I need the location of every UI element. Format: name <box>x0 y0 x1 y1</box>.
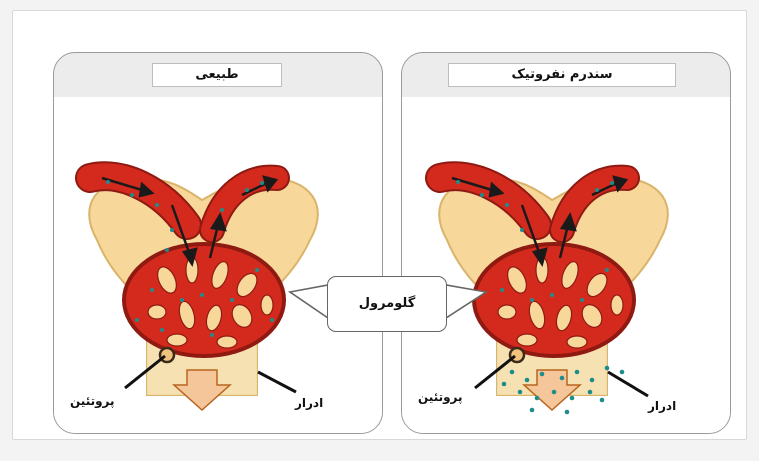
protein-label-normal: پروتئین <box>70 394 115 408</box>
urine-label-normal: ادرار <box>295 396 323 410</box>
glomerulus-callout: گلومرول <box>327 276 447 332</box>
normal-glomerulus <box>89 176 318 410</box>
protein-label-nephrotic: پروتئین <box>418 390 463 404</box>
urine-label-nephrotic: ادرار <box>648 399 676 413</box>
